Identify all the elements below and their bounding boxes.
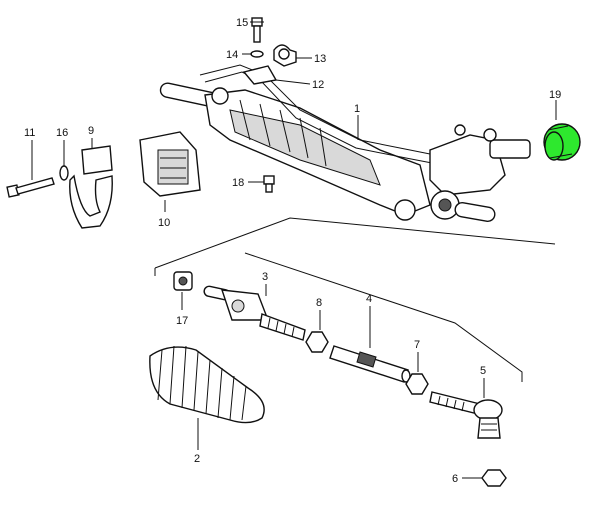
callout-8: 8 — [316, 297, 322, 309]
callout-2: 2 — [194, 453, 200, 465]
assembly-frame-top — [154, 217, 556, 269]
callout-10: 10 — [158, 217, 170, 229]
callout-3: 3 — [262, 271, 268, 283]
part-11-bolt[interactable] — [6, 177, 55, 198]
part-4-adjusting-tube[interactable] — [329, 345, 411, 383]
part-17-plate[interactable] — [173, 271, 193, 291]
part-18-screw[interactable] — [263, 175, 275, 193]
assembly-frame-bottom — [244, 252, 523, 382]
part-19-ring[interactable] — [543, 123, 581, 161]
callout-5: 5 — [480, 365, 486, 377]
callout-16: 16 — [56, 127, 68, 139]
callout-11: 11 — [24, 127, 35, 139]
callout-1: 1 — [354, 103, 360, 115]
callout-12: 12 — [312, 79, 324, 91]
callout-15: 15 — [236, 17, 248, 29]
part-6-nut[interactable] — [481, 469, 507, 487]
leader-12 — [275, 79, 311, 85]
callout-13: 13 — [314, 53, 326, 65]
callout-6: 6 — [452, 473, 458, 485]
callout-14: 14 — [226, 49, 238, 61]
callout-19: 19 — [549, 89, 561, 101]
part-2-boot[interactable] — [149, 345, 265, 424]
part-10-bushing[interactable] — [139, 131, 201, 197]
part-8-nut[interactable] — [305, 331, 329, 353]
callout-7: 7 — [414, 339, 420, 351]
part-14-washer[interactable] — [250, 50, 264, 58]
callout-18: 18 — [232, 177, 244, 189]
part-7-nut[interactable] — [405, 373, 429, 395]
part-9-bracket[interactable] — [69, 145, 113, 229]
part-5-outer-tie-rod[interactable] — [429, 391, 503, 439]
part-13-clamp[interactable] — [273, 44, 297, 67]
part-16-washer[interactable] — [59, 165, 69, 181]
callout-9: 9 — [88, 125, 94, 137]
callout-4: 4 — [366, 293, 372, 305]
callout-17: 17 — [176, 315, 188, 327]
steering-rack[interactable] — [159, 64, 531, 222]
part-3-inner-tie-rod[interactable] — [203, 285, 306, 341]
